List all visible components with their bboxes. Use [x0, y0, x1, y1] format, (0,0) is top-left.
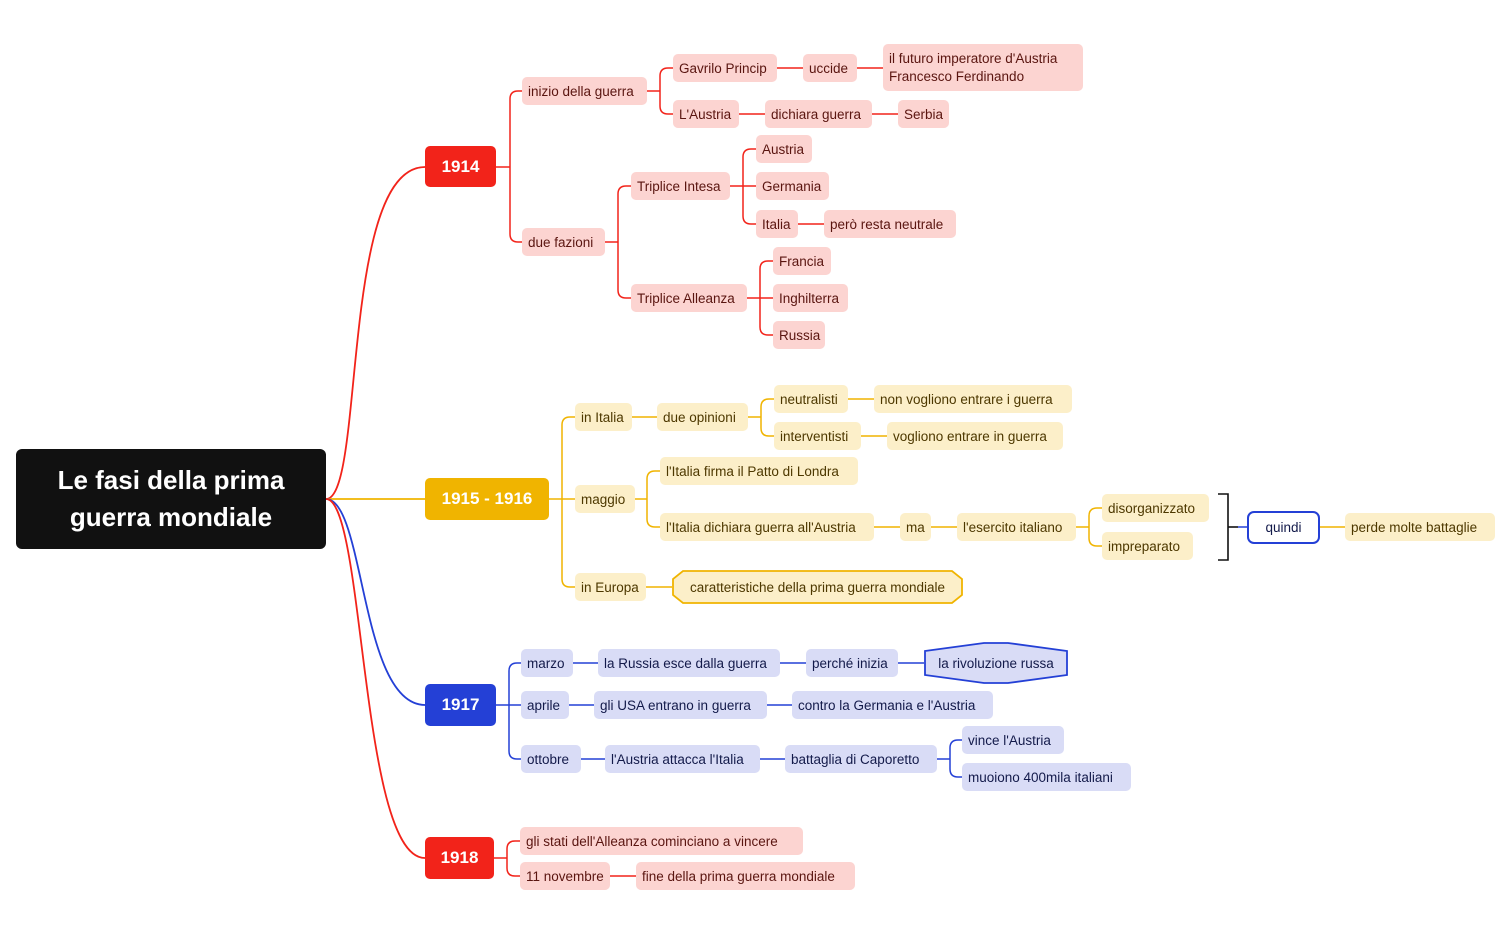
node-italia[interactable]: Italia	[756, 210, 798, 238]
topic-1915-1916[interactable]: 1915 - 1916	[425, 478, 549, 520]
node-dichiara-austria[interactable]: l'Italia dichiara guerra all'Austria	[660, 513, 874, 541]
node-due-opinioni[interactable]: due opinioni	[657, 403, 748, 431]
1914-branch	[509, 167, 522, 243]
node-austria[interactable]: Austria	[756, 135, 812, 163]
node-stati-alleanza[interactable]: gli stati dell'Alleanza cominciano a vin…	[520, 827, 803, 855]
1917-branch	[508, 662, 521, 705]
maggio-branch	[646, 470, 660, 499]
node-impreparato[interactable]: impreparato	[1102, 532, 1193, 560]
1918-branch	[506, 858, 520, 877]
node-ma[interactable]: ma	[900, 513, 931, 541]
1914-branch	[509, 90, 522, 167]
node-triplice-intesa[interactable]: Triplice Intesa	[631, 172, 730, 200]
node-perche-inizia[interactable]: perché inizia	[806, 649, 898, 677]
node-non-vogliono[interactable]: non vogliono entrare i guerra	[874, 385, 1072, 413]
inizio-branch	[659, 67, 673, 91]
caporetto-branch	[949, 739, 962, 759]
node-in-italia[interactable]: in Italia	[575, 403, 632, 431]
node-inghilterra[interactable]: Inghilterra	[773, 284, 848, 312]
esercito-branch	[1088, 507, 1102, 527]
topic-1918[interactable]: 1918	[425, 837, 494, 879]
1918-branch	[506, 840, 520, 858]
alleanza-branch	[759, 298, 773, 336]
root-title-line1: Le fasi della prima	[57, 465, 285, 495]
node-rivoluzione-russa[interactable]: la rivoluzione russa	[938, 655, 1054, 671]
node-futuro-imperatore[interactable]: il futuro imperatore d'Austria Francesco…	[883, 44, 1083, 91]
node-inizio-guerra[interactable]: inizio della guerra	[522, 77, 647, 105]
node-triplice-alleanza[interactable]: Triplice Alleanza	[631, 284, 747, 312]
node-maggio[interactable]: maggio	[575, 485, 635, 513]
fazioni-branch	[617, 242, 631, 299]
node-vogliono[interactable]: vogliono entrare in guerra	[887, 422, 1063, 450]
node-neutralisti[interactable]: neutralisti	[774, 385, 848, 413]
1915-branch	[561, 499, 575, 588]
node-contro-germania[interactable]: contro la Germania e l'Austria	[792, 691, 993, 719]
node-aprile[interactable]: aprile	[521, 691, 569, 719]
node-quindi[interactable]: quindi	[1247, 511, 1320, 544]
node-austria-attacca[interactable]: l'Austria attacca l'Italia	[605, 745, 760, 773]
opinioni-branch	[760, 417, 774, 437]
node-esercito-italiano[interactable]: l'esercito italiano	[957, 513, 1076, 541]
node-interventisti[interactable]: interventisti	[774, 422, 861, 450]
node-serbia[interactable]: Serbia	[898, 100, 949, 128]
fazioni-branch	[617, 185, 631, 242]
node-uccide[interactable]: uccide	[803, 54, 857, 82]
node-perde-battaglie[interactable]: perde molte battaglie	[1345, 513, 1495, 541]
node-vince-austria[interactable]: vince l'Austria	[962, 726, 1064, 754]
node-ottobre[interactable]: ottobre	[521, 745, 581, 773]
node-caratteristiche[interactable]: caratteristiche della prima guerra mondi…	[689, 579, 946, 595]
topic-1914[interactable]: 1914	[425, 146, 496, 187]
alleanza-branch	[759, 260, 773, 298]
esercito-branch	[1088, 527, 1102, 547]
node-in-europa[interactable]: in Europa	[575, 573, 646, 601]
node-muoiono[interactable]: muoiono 400mila italiani	[962, 763, 1131, 791]
inizio-branch	[659, 91, 673, 115]
node-patto-londra[interactable]: l'Italia firma il Patto di Londra	[660, 457, 858, 485]
node-11-novembre[interactable]: 11 novembre	[520, 862, 610, 890]
intesa-branch	[742, 148, 756, 186]
maggio-branch	[646, 499, 660, 528]
root-to-1917	[325, 498, 426, 706]
node-fine-guerra[interactable]: fine della prima guerra mondiale	[636, 862, 855, 890]
root-topic[interactable]: Le fasi della prima guerra mondiale	[16, 449, 326, 549]
node-gavrilo-princip[interactable]: Gavrilo Princip	[673, 54, 777, 82]
root-to-1914	[325, 166, 426, 500]
node-usa-entrano[interactable]: gli USA entrano in guerra	[594, 691, 767, 719]
node-due-fazioni[interactable]: due fazioni	[522, 228, 605, 256]
root-title-line2: guerra mondiale	[69, 502, 273, 532]
futuro-line1: il futuro imperatore d'Austria	[889, 51, 1058, 66]
node-disorganizzato[interactable]: disorganizzato	[1102, 494, 1209, 522]
topic-1917[interactable]: 1917	[425, 684, 496, 726]
caratteristiche-shape	[672, 570, 963, 604]
futuro-line2: Francesco Ferdinando	[889, 69, 1025, 84]
opinioni-branch	[760, 398, 774, 417]
node-laustria[interactable]: L'Austria	[673, 100, 739, 128]
1915-branch	[561, 416, 575, 499]
node-caporetto[interactable]: battaglia di Caporetto	[785, 745, 937, 773]
root-to-1918	[325, 498, 426, 859]
intesa-branch	[742, 186, 756, 225]
node-marzo[interactable]: marzo	[521, 649, 573, 677]
caporetto-branch	[949, 759, 962, 778]
node-dichiara-guerra[interactable]: dichiara guerra	[765, 100, 872, 128]
rivoluzione-shape	[924, 642, 1068, 684]
node-resta-neutrale[interactable]: però resta neutrale	[824, 210, 956, 238]
node-russia-esce[interactable]: la Russia esce dalla guerra	[598, 649, 780, 677]
node-russia[interactable]: Russia	[773, 321, 825, 349]
node-germania[interactable]: Germania	[756, 172, 829, 200]
node-francia[interactable]: Francia	[773, 247, 831, 275]
summary-bracket	[1218, 493, 1229, 561]
1917-branch	[508, 705, 521, 760]
